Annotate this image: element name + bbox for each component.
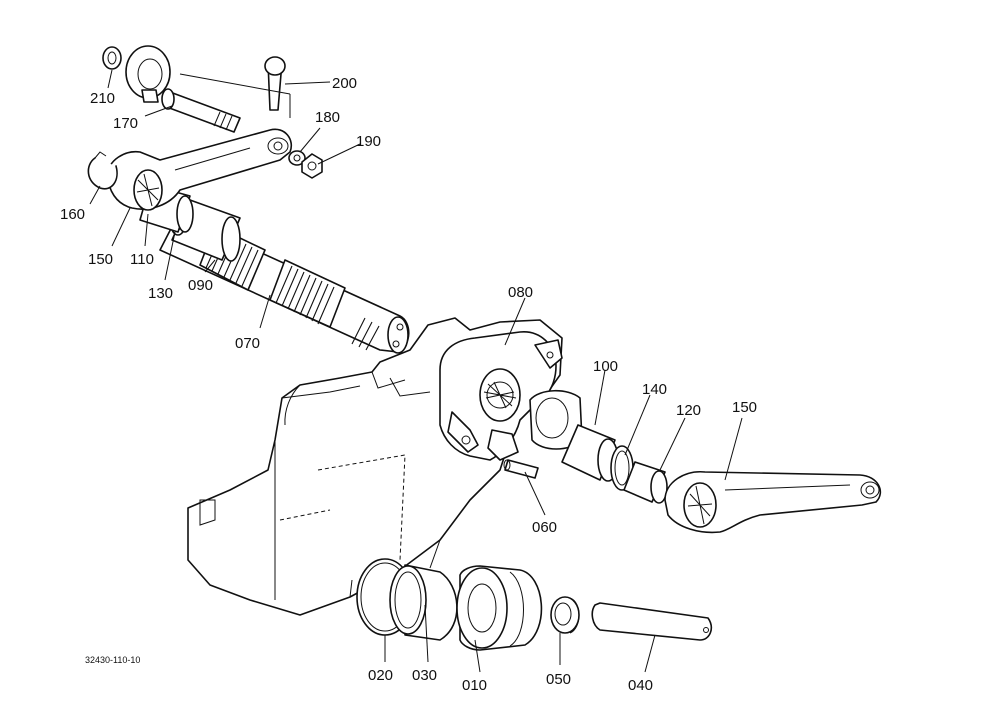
part-150-lever-upper — [107, 128, 292, 211]
part-200-pin — [179, 56, 291, 118]
label-080: 080 — [508, 284, 533, 301]
label-210: 210 — [90, 90, 115, 107]
label-200: 200 — [332, 75, 357, 92]
label-050: 050 — [546, 671, 571, 688]
label-010: 010 — [462, 677, 487, 694]
label-020: 020 — [368, 667, 393, 684]
part-040-pin — [591, 602, 712, 641]
label-170: 170 — [113, 115, 138, 132]
label-110: 110 — [130, 251, 154, 268]
part-170-bolt — [161, 88, 241, 133]
label-100: 100 — [593, 358, 618, 375]
label-040: 040 — [628, 677, 653, 694]
part-labels: 200 210 170 180 190 160 150 110 130 090 … — [60, 75, 757, 694]
label-180: 180 — [315, 109, 340, 126]
part-030-ring — [389, 564, 458, 641]
leader-lines — [89, 69, 743, 673]
part-080-yoke — [439, 331, 583, 461]
label-030: 030 — [412, 667, 437, 684]
label-150-upper: 150 — [88, 251, 113, 268]
label-150-right: 150 — [732, 399, 757, 416]
label-190: 190 — [356, 133, 381, 150]
label-130: 130 — [148, 285, 173, 302]
label-120: 120 — [676, 402, 701, 419]
part-210-bushing — [102, 45, 171, 103]
label-160: 160 — [60, 206, 85, 223]
part-010-bushing — [456, 565, 543, 651]
part-150-lever-right — [664, 471, 882, 534]
label-090: 090 — [188, 277, 213, 294]
part-050-seal — [550, 596, 580, 634]
reference-code: 32430-110-10 — [85, 655, 140, 665]
part-190-nut — [301, 153, 323, 179]
part-180-washer — [288, 150, 306, 166]
part-060-pin — [503, 459, 539, 479]
label-060: 060 — [532, 519, 557, 536]
label-070: 070 — [235, 335, 260, 352]
part-120-collar — [623, 461, 668, 504]
label-140: 140 — [642, 381, 667, 398]
part-160-circlip — [87, 151, 118, 190]
